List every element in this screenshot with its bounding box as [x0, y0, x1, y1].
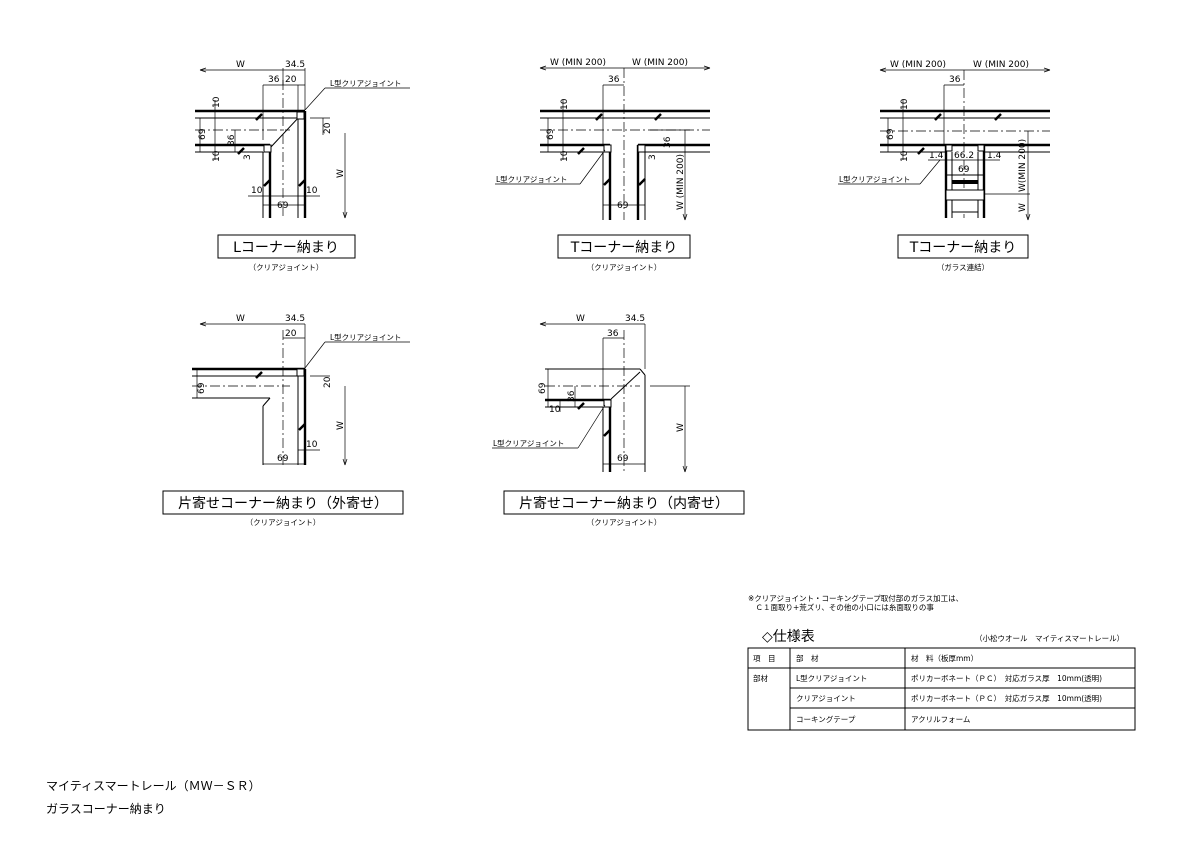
- dim-36: 36: [663, 136, 673, 148]
- drawing-title: 片寄せコーナー納まり（外寄せ）: [178, 495, 388, 512]
- dim-69: 69: [198, 128, 208, 140]
- note-line: Ｃ１面取り+荒ズリ、その他の小口には糸面取りの事: [748, 602, 934, 612]
- drawing-subtitle: （ガラス連結）: [937, 262, 989, 272]
- leader-label: L型クリアジョイント: [839, 175, 910, 184]
- dim-10: 10: [251, 186, 263, 196]
- dim-20: 20: [285, 75, 297, 85]
- dim-36: 36: [268, 75, 280, 85]
- dim-w: W: [336, 421, 346, 430]
- dim-w-min-200: W (MIN 200): [973, 60, 1029, 70]
- spec-title: ◇仕様表: [762, 629, 815, 645]
- dim-w: W: [576, 314, 585, 324]
- dim-10: 10: [900, 150, 910, 162]
- dim-69: 69: [546, 128, 556, 140]
- drawing-one-side-internal: W 34.5 36 69 36 10 W 69 L型クリアジョイント 片寄せコー…: [492, 314, 745, 527]
- dim-w-min-200: W (MIN 200): [550, 58, 606, 68]
- material-cell: ポリカーボネート（ＰＣ） 対応ガラス厚 10mm(透明): [911, 673, 1102, 683]
- dim-36: 36: [607, 329, 619, 339]
- leader-label: L型クリアジョイント: [330, 79, 401, 88]
- dim-69: 69: [617, 454, 629, 464]
- dim-36: 36: [949, 75, 961, 85]
- drawing-title: Lコーナー納まり: [233, 240, 339, 256]
- material-cell: アクリルフォーム: [911, 715, 970, 724]
- dim-34-5: 34.5: [285, 314, 305, 324]
- dim-w: W: [336, 169, 346, 178]
- dim-10: 10: [212, 96, 222, 108]
- sheet-title-block: マイティスマートレール（ＭＷ－ＳＲ） ガラスコーナー納まり: [46, 779, 261, 816]
- material-cell: ポリカーボネート（ＰＣ） 対応ガラス厚 10mm(透明): [911, 693, 1102, 703]
- dim-69: 69: [538, 382, 548, 394]
- dim-69: 69: [277, 201, 289, 211]
- dim-69: 69: [617, 201, 629, 211]
- dim-36: 36: [567, 390, 577, 402]
- drawing-title: 片寄せコーナー納まり（内寄せ）: [519, 495, 729, 512]
- title-box: [162, 490, 404, 515]
- dim-10: 10: [306, 440, 318, 450]
- drawing-subtitle: （クリアジョイント）: [587, 263, 662, 272]
- drawing-t-corner-clear: W (MIN 200) W (MIN 200) 36 10 69 10 3 36…: [495, 58, 711, 272]
- dim-w: W: [676, 423, 686, 432]
- drawing-subtitle: （クリアジョイント）: [587, 518, 662, 527]
- drawing-title: Tコーナー納まり: [570, 240, 678, 256]
- drawing-one-side-external: W 34.5 20 L型クリアジョイント 69 20 W 10 69 片寄せコー…: [162, 314, 410, 527]
- dim-10: 10: [549, 405, 561, 415]
- dim-10: 10: [560, 98, 570, 110]
- dim-36: 36: [227, 134, 237, 146]
- dim-w: W: [236, 314, 245, 324]
- dim-66-2: 66.2: [954, 151, 974, 161]
- dim-1-4: 1.4: [987, 151, 1002, 161]
- leader-label: L型クリアジョイント: [496, 175, 567, 184]
- dim-w-min-200: W (MIN 200): [632, 58, 688, 68]
- part-cell: コーキングテープ: [796, 714, 856, 724]
- dim-69: 69: [886, 128, 896, 140]
- dim-w-min-200: W(MIN 200): [1018, 139, 1028, 192]
- product-name: マイティスマートレール（ＭＷ－ＳＲ）: [46, 779, 261, 793]
- leader-label: L型クリアジョイント: [493, 439, 564, 448]
- dim-3: 3: [648, 154, 658, 160]
- dim-w: W: [236, 60, 245, 70]
- dim-20: 20: [285, 329, 297, 339]
- part-cell: クリアジョイント: [796, 694, 856, 703]
- header-material: 材 料（板厚mm）: [911, 653, 978, 663]
- dim-10: 10: [560, 150, 570, 162]
- dim-w-min-200: W (MIN 200): [676, 154, 686, 210]
- sheet-title: ガラスコーナー納まり: [46, 802, 166, 816]
- dim-10: 10: [306, 186, 318, 196]
- header-item: 項 目: [753, 654, 776, 663]
- part-cell: L型クリアジョイント: [796, 674, 867, 683]
- glass-processing-note: ※クリアジョイント・コーキングテープ取付部のガラス加工は、 Ｃ１面取り+荒ズリ、…: [748, 593, 963, 612]
- dim-34-5: 34.5: [625, 314, 645, 324]
- spec-table: ◇仕様表 （小松ウオール マイティスマートレール） 項 目 部 材 材 料（板厚…: [747, 629, 1136, 731]
- dim-36: 36: [608, 75, 620, 85]
- drawing-subtitle: （クリアジョイント）: [246, 518, 321, 527]
- title-box: [503, 490, 745, 515]
- drawing-t-corner-glass: W (MIN 200) W (MIN 200) 36 10 69 10 1.4 …: [838, 60, 1051, 272]
- drawing-l-corner: W 34.5 36 20 L型クリアジョイント 10 69 36 10 3 20…: [195, 60, 410, 272]
- drawing-subtitle: （クリアジョイント）: [249, 263, 324, 272]
- title-box: [557, 234, 691, 259]
- note-line: ※クリアジョイント・コーキングテープ取付部のガラス加工は、: [748, 593, 963, 603]
- dim-w: W: [1018, 203, 1028, 212]
- dim-69: 69: [197, 382, 207, 394]
- dim-w-min-200: W (MIN 200): [890, 60, 946, 70]
- title-box: [897, 234, 1029, 259]
- header-part: 部 材: [796, 653, 819, 663]
- dim-34-5: 34.5: [285, 60, 305, 70]
- dim-3: 3: [243, 154, 253, 160]
- dim-69: 69: [958, 165, 970, 175]
- dim-10: 10: [900, 98, 910, 110]
- dim-20: 20: [323, 122, 333, 134]
- spec-product: （小松ウオール マイティスマートレール）: [975, 633, 1124, 643]
- drawing-title: Tコーナー納まり: [909, 240, 1017, 256]
- dim-10: 10: [212, 150, 222, 162]
- leader-label: L型クリアジョイント: [330, 333, 401, 342]
- title-box: [217, 234, 356, 259]
- dim-1-4: 1.4: [929, 151, 944, 161]
- dim-69: 69: [277, 454, 289, 464]
- category-cell: 部材: [753, 673, 768, 683]
- dim-20: 20: [323, 376, 333, 388]
